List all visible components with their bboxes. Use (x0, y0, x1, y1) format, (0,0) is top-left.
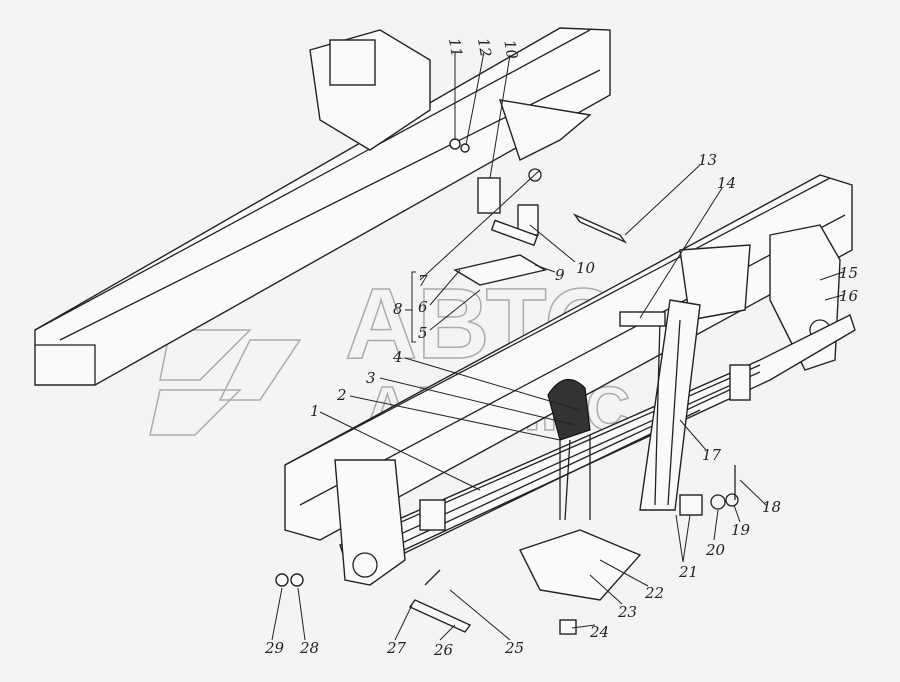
callout-14: 14 (717, 174, 736, 192)
callout-7: 7 (418, 272, 428, 290)
callout-10: 10 (576, 259, 596, 277)
leader-lines (271, 51, 844, 641)
callout-23: 23 (617, 603, 637, 621)
frame-rail-upper (34, 27, 611, 386)
callout-10-top: 10 (500, 39, 521, 61)
callout-17: 17 (702, 446, 722, 464)
callout-27: 27 (386, 639, 407, 657)
callout-8: 8 (393, 300, 403, 318)
callout-29: 29 (264, 639, 285, 657)
callout-19: 19 (731, 521, 751, 539)
callout-5: 5 (418, 324, 428, 342)
callout-18: 18 (762, 498, 781, 516)
callout-1: 1 (310, 402, 320, 420)
frame-rail-lower (284, 174, 853, 541)
callout-labels: 1 2 3 4 5 6 7 8 9 10 10 11 12 13 14 15 1… (264, 37, 859, 659)
callout-21: 21 (678, 563, 698, 581)
small-parts (275, 138, 739, 633)
callout-4: 4 (392, 348, 403, 366)
shock-absorber (619, 299, 701, 511)
watermark-emblem (149, 329, 302, 436)
bump-stop-assembly (519, 379, 642, 635)
callout-25: 25 (504, 639, 524, 657)
callout-26: 26 (433, 641, 454, 659)
callout-22: 22 (644, 584, 664, 602)
callout-24: 24 (589, 623, 609, 641)
callout-6: 6 (418, 298, 428, 316)
callout-15: 15 (839, 264, 858, 282)
callout-9: 9 (555, 266, 565, 284)
callout-3: 3 (366, 369, 376, 387)
callout-12: 12 (474, 37, 495, 59)
callout-28: 28 (299, 639, 319, 657)
callout-2: 2 (336, 386, 347, 404)
callout-13: 13 (698, 151, 717, 169)
callout-11: 11 (445, 37, 466, 59)
callout-20: 20 (705, 541, 726, 559)
callout-16: 16 (839, 287, 859, 305)
